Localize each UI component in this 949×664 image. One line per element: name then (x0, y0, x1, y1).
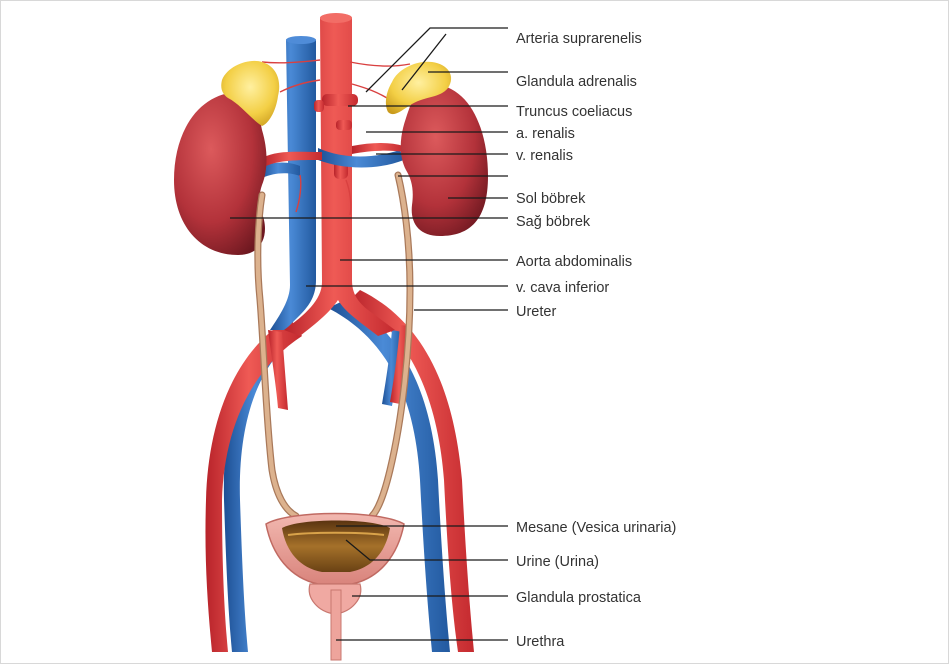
label-mesane: Mesane (Vesica urinaria) (516, 520, 676, 536)
labels: Arteria suprarenelis Glandula adrenalis … (516, 31, 676, 650)
label-a-renalis: a. renalis (516, 126, 575, 142)
label-arteria-suprarenalis: Arteria suprarenelis (516, 31, 642, 47)
urethra (331, 590, 341, 660)
label-aorta-abdominalis: Aorta abdominalis (516, 254, 632, 270)
label-ureter: Ureter (516, 304, 556, 320)
label-sag-bobrek: Sağ böbrek (516, 214, 591, 230)
label-glandula-adrenalis: Glandula adrenalis (516, 74, 637, 90)
label-v-renalis: v. renalis (516, 148, 573, 164)
label-truncus-coeliacus: Truncus coeliacus (516, 104, 632, 120)
kidney-left-sol-bobrek (401, 84, 488, 236)
bladder-mesane (266, 514, 404, 585)
label-glandula-prostatica: Glandula prostatica (516, 590, 642, 606)
label-sol-bobrek: Sol böbrek (516, 191, 586, 207)
label-v-cava-inferior: v. cava inferior (516, 280, 609, 296)
label-urine: Urine (Urina) (516, 554, 599, 570)
label-urethra: Urethra (516, 634, 565, 650)
